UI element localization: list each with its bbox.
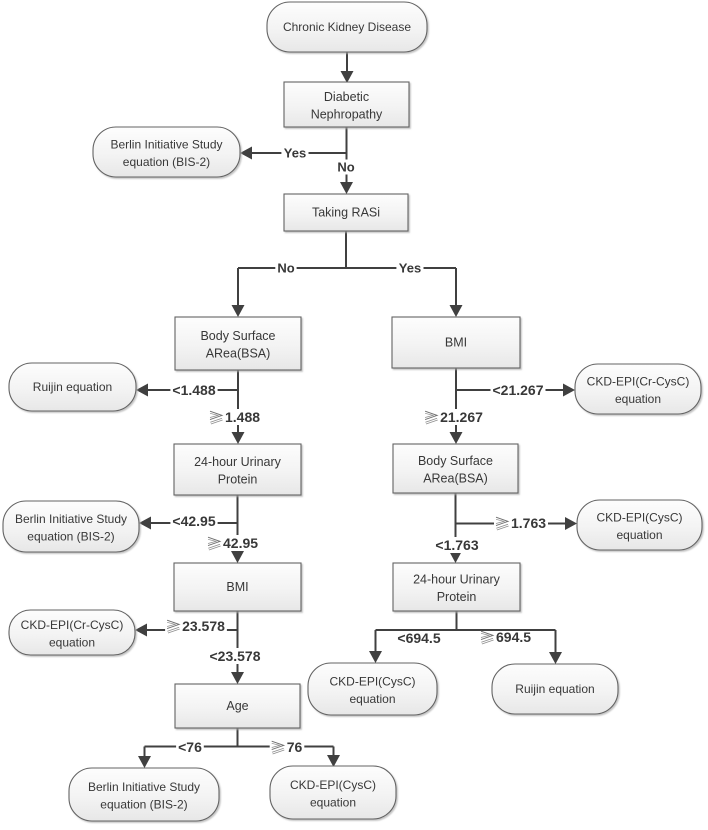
svg-text:76: 76 [287,739,303,755]
svg-text:CKD-EPI(CysC): CKD-EPI(CysC) [597,511,683,525]
svg-text:BMI: BMI [226,580,248,594]
svg-text:Ruijin equation: Ruijin equation [515,682,594,696]
svg-text:42.95: 42.95 [223,535,258,551]
svg-text:Ruijin equation: Ruijin equation [33,380,112,394]
svg-text:Chronic Kidney Disease: Chronic Kidney Disease [283,20,411,34]
svg-text:Yes: Yes [284,146,306,161]
svg-text:24-hour Urinary: 24-hour Urinary [413,573,501,587]
svg-text:<21.267: <21.267 [493,382,544,398]
svg-text:Body Surface: Body Surface [418,454,493,468]
svg-text:equation (BIS-2): equation (BIS-2) [100,798,187,812]
svg-text:equation (BIS-2): equation (BIS-2) [123,155,210,169]
svg-text:equation: equation [616,528,662,542]
svg-text:Yes: Yes [399,261,421,276]
svg-text:Berlin Initiative Study: Berlin Initiative Study [110,138,222,152]
svg-text:<42.95: <42.95 [172,513,215,529]
svg-text:1.763: 1.763 [511,515,546,531]
svg-text:Berlin Initiative Study: Berlin Initiative Study [15,512,127,526]
svg-text:<1.763: <1.763 [435,537,478,553]
svg-text:<1.488: <1.488 [172,382,215,398]
svg-text:equation: equation [615,392,661,406]
svg-text:BMI: BMI [445,336,467,350]
svg-text:21.267: 21.267 [440,409,483,425]
svg-text:1.488: 1.488 [225,409,260,425]
svg-text:CKD-EPI(CysC): CKD-EPI(CysC) [290,778,376,792]
svg-text:Body Surface: Body Surface [200,329,275,343]
svg-text:<76: <76 [178,739,202,755]
svg-text:Protein: Protein [218,473,258,487]
svg-text:Taking RASi: Taking RASi [312,206,380,220]
svg-text:ARea(BSA): ARea(BSA) [423,472,488,486]
svg-text:694.5: 694.5 [496,629,531,645]
svg-text:23.578: 23.578 [182,618,225,634]
svg-text:No: No [337,160,354,175]
svg-text:<23.578: <23.578 [210,648,261,664]
svg-text:Diabetic: Diabetic [324,90,369,104]
svg-text:equation: equation [49,636,95,650]
svg-text:CKD-EPI(Cr-CysC): CKD-EPI(Cr-CysC) [21,618,124,632]
svg-text:No: No [277,261,294,276]
svg-text:24-hour Urinary: 24-hour Urinary [194,455,282,469]
svg-text:CKD-EPI(CysC): CKD-EPI(CysC) [330,675,416,689]
svg-text:Age: Age [226,699,248,713]
svg-text:equation: equation [310,796,356,810]
svg-text:Berlin Initiative Study: Berlin Initiative Study [88,780,200,794]
svg-text:ARea(BSA): ARea(BSA) [206,347,271,361]
svg-text:CKD-EPI(Cr-CysC): CKD-EPI(Cr-CysC) [587,375,690,389]
svg-text:equation (BIS-2): equation (BIS-2) [27,530,114,544]
svg-text:<694.5: <694.5 [397,630,440,646]
svg-text:Protein: Protein [437,590,477,604]
svg-text:equation: equation [349,692,395,706]
svg-text:Nephropathy: Nephropathy [311,108,383,122]
